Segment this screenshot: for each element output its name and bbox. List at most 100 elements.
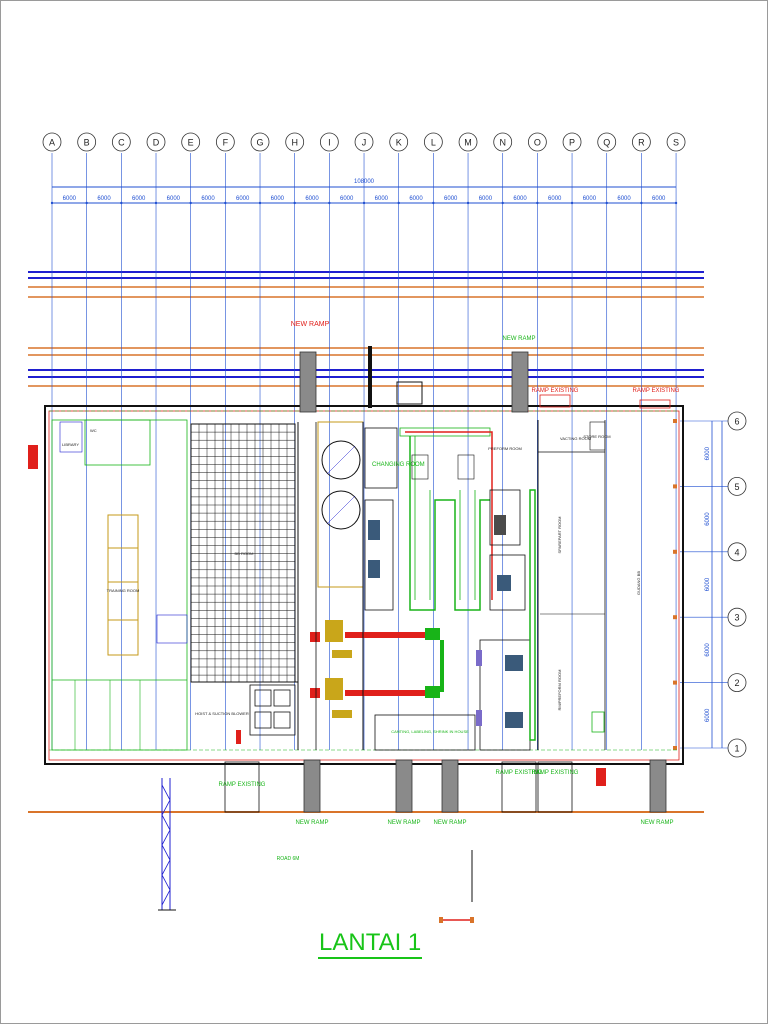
row-label-2: 2 [734, 678, 739, 688]
changing-room-label: CHANGING ROOM [372, 462, 425, 468]
vacuum-label: VACTING ROOM [560, 436, 591, 441]
grid-tick-S [674, 201, 678, 205]
grid-label-N: N [499, 138, 506, 148]
grid-bubble-A [42, 132, 62, 152]
grid-tick-C [120, 201, 123, 205]
grid-bubble-E [181, 132, 201, 152]
grid-tick-Q [605, 201, 608, 205]
grid-label-I: I [328, 138, 331, 148]
grid-tick-G [258, 201, 262, 205]
grid-label-K: K [396, 138, 402, 148]
column-post-4 [673, 549, 677, 554]
row-bubble-4 [727, 542, 747, 562]
grid-tick-K [397, 201, 400, 205]
grid-tick-M [466, 201, 470, 205]
ramp-existing-bottom-label-1: RAMP EXISTING [219, 782, 266, 788]
hoist-label: HOIST & SUCTION BLOWER [195, 711, 249, 716]
new-ramp-bottom-label-3: NEW RAMP [434, 820, 467, 826]
col-spacing-12: 6000 [444, 196, 458, 202]
new-ramp-bottom-label-4: NEW RAMP [641, 820, 674, 826]
building-outline [44, 405, 684, 765]
col-spacing-1: 6000 [63, 196, 77, 202]
grid-label-M: M [464, 138, 472, 148]
central-walls: HOIST & SUCTION BLOWER [191, 422, 364, 750]
training-zone: TRAINING ROOM LIBRARY WC [28, 419, 188, 751]
conveyor-lines [310, 620, 444, 718]
site-elements: ROAD 6M [158, 778, 474, 923]
production-line [364, 427, 526, 611]
grid-bubble-H [285, 132, 305, 152]
col-spacing-17: 6000 [617, 196, 631, 202]
bottom-ramps: RAMP EXISTING RAMP EXISTING RAMP EXISTIN… [219, 759, 674, 826]
grid-bubble-J [354, 132, 374, 152]
row-label-5: 5 [734, 482, 739, 492]
grid-label-O: O [534, 138, 541, 148]
grid-bubble-S [666, 132, 686, 152]
col-spacing-2: 6000 [97, 196, 111, 202]
column-post-6 [673, 419, 677, 423]
ramp-existing-bottom-label-3: RAMP EXISTING [532, 770, 579, 776]
row-bubble-1 [727, 738, 747, 758]
grid-tick-B [85, 201, 88, 205]
grid-tick-F [224, 201, 227, 205]
grid-bubble-D [146, 132, 166, 152]
service-lines [28, 271, 704, 813]
grid-label-P: P [569, 138, 575, 148]
col-spacing-13: 6000 [479, 196, 493, 202]
grid-bubble-L [423, 132, 443, 152]
col-spacing-18: 6000 [652, 196, 666, 202]
road-label: ROAD 6M [277, 856, 300, 862]
grid-bubble-N [493, 132, 513, 152]
grid-label-Q: Q [603, 138, 610, 148]
labeling-label: CANTING, LABELING, SHRINK IN HOUSE [391, 729, 469, 734]
ramp-existing-top-label-1: RAMP EXISTING [532, 388, 579, 394]
new-ramp-top-label-2: NEW RAMP [503, 336, 536, 342]
grid-label-B: B [84, 138, 90, 148]
col-spacing-16: 6000 [583, 196, 597, 202]
grid-tick-R [640, 201, 643, 205]
grid-label-S: S [673, 138, 679, 148]
labeling-zone: CANTING, LABELING, SHRINK IN HOUSE [374, 489, 536, 751]
grid-label-L: L [431, 138, 436, 148]
col-spacing-4: 6000 [167, 196, 181, 202]
grid-bubble-C [111, 132, 131, 152]
grid-bubble-I [319, 132, 339, 152]
grid-bubble-F [215, 132, 235, 152]
column-post-2 [673, 680, 677, 685]
row-bubble-2 [727, 673, 747, 692]
row-spacing-5: 6000 [705, 708, 711, 722]
grid-bubble-M [458, 132, 478, 152]
col-spacing-15: 6000 [548, 196, 562, 202]
grid-label-J: J [362, 138, 367, 148]
row-spacing-4: 6000 [705, 643, 711, 657]
drawing-title: LANTAI 1 [318, 929, 423, 959]
grid-tick-D [154, 201, 158, 205]
col-spacing-8: 6000 [305, 196, 319, 202]
grid-label-H: H [291, 138, 298, 148]
bb-room-grid [190, 423, 296, 683]
grid-label-E: E [188, 138, 194, 148]
grid-label-R: R [638, 138, 645, 148]
column-post-3 [673, 615, 677, 620]
rm-label: RM/PREFORM ROOM [557, 670, 562, 711]
ramp-existing-bottom-label-2: RAMP EXISTING [496, 770, 543, 776]
grid-label-F: F [223, 138, 229, 148]
toilet-label: WC [90, 428, 97, 433]
store-label: STORE ROOM [583, 434, 610, 439]
row-bubble-3 [727, 607, 747, 627]
new-ramp-top-label-1: NEW RAMP [291, 321, 330, 328]
warehouse-label: GUDANG BB [636, 571, 641, 595]
row-bubble-6 [727, 411, 747, 431]
grid-bubble-B [77, 132, 97, 152]
grid-bubble-P [562, 132, 582, 152]
storage-zone: VACTING ROOM STORE ROOM PREFORM ROOM SPA… [488, 420, 641, 786]
bb-room-label: BB ROOM [235, 551, 254, 556]
grid-tick-I [328, 201, 331, 205]
grid-label-D: D [153, 138, 160, 148]
grid-bubble-O [527, 132, 547, 152]
row-label-3: 3 [734, 613, 739, 623]
grid-bubble-Q [597, 132, 617, 152]
grid-tick-E [189, 201, 192, 205]
col-spacing-14: 6000 [513, 196, 527, 202]
